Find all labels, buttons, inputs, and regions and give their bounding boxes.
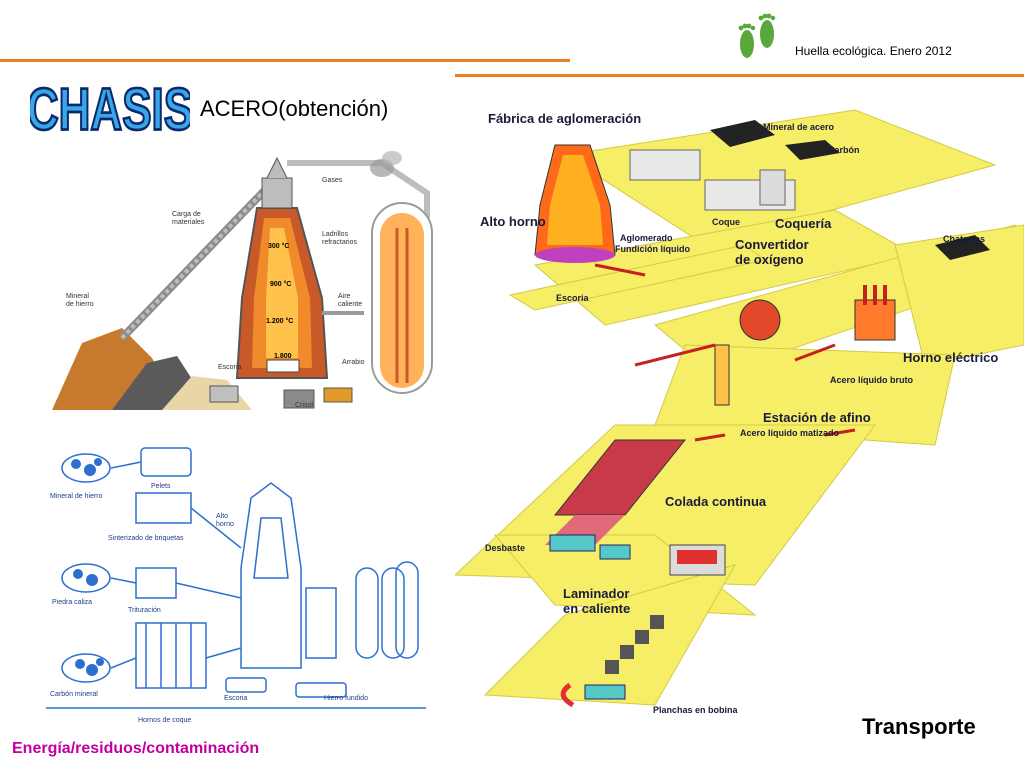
label-acero-matizado: Acero líquido matizado [740,428,840,438]
label-t1200: 1.200 °C [266,317,293,325]
label-arrabio: Arrabio [342,359,365,366]
header-title: Huella ecológica. Enero 2012 [795,44,952,58]
footer-caption: Energía/residuos/contaminación [12,740,260,757]
header-rule-left [0,59,570,62]
label-trituracion: Trituración [128,607,161,614]
label-alto-horno-sm: Alto horno [480,214,546,229]
label-t300: 300 °C [268,242,289,250]
steel-mill-diagram: Fábrica de aglomeración Mineral de acero… [455,109,1024,715]
label-horno-electrico: Horno eléctrico [903,350,998,365]
label-chatarras: Chatarras [943,234,985,244]
label-mineral-hierro: Mineral de hierro [50,493,103,500]
page-title: ACERO(obtención) [200,96,389,121]
label-t900: 900 °C [270,280,291,288]
label-mineral-acero: Mineral de acero [763,122,835,132]
label-caliza: Piedra caliza [52,599,92,606]
label-acero-bruto: Acero líquido bruto [830,375,913,385]
label-carbon-mineral: Carbón mineral [50,691,98,698]
transport-label: Transporte [862,714,976,739]
label-coque: Coque [712,217,740,227]
header-rule-right [455,74,1024,77]
label-hornos-coque: Hornos de coque [138,717,191,724]
label-desbaste: Desbaste [485,543,525,553]
label-sinterizado: Sinterizado de briquetas [108,535,184,542]
label-escoria-pd: Escoria [224,695,247,702]
label-t1800: 1.800 [274,353,292,360]
label-coqueria: Coquería [775,216,832,231]
label-crisol: Crisol [295,402,313,409]
label-estacion: Estación de afino [763,410,871,425]
chasis-wordart: CHASIS [30,76,190,144]
label-planchas: Planchas en bobina [653,705,739,715]
label-colada: Colada continua [665,494,767,509]
label-fundicion: Fundición líquido [615,244,690,254]
label-aglomerado: Aglomerado [620,233,673,243]
label-pelets: Pelets [151,483,171,490]
label-escoria-sm: Escoria [556,293,590,303]
label-gases: Gases [322,177,343,184]
wordart-text: CHASIS [30,77,190,143]
label-fabrica: Fábrica de aglomeración [488,111,641,126]
label-escoria: Escoria [218,364,241,371]
label-hierro-fundido: Hierro fundido [324,695,368,702]
label-carbon: Carbón [828,145,860,155]
footprints-icon [738,13,776,58]
